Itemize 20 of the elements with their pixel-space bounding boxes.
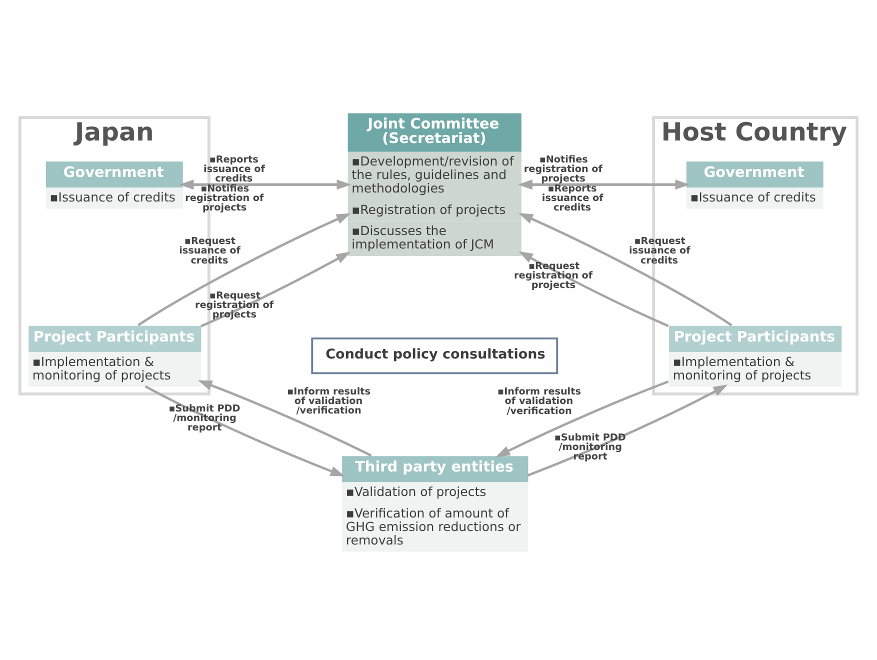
arrow	[198, 380, 372, 456]
edge-label: ▪Notifies registration of projects	[185, 182, 264, 214]
edge-label: ▪Submit PDD /monitoring report	[554, 432, 626, 462]
edge-label: ▪Request registration of projects	[194, 290, 274, 320]
arrow	[518, 212, 732, 326]
edge-label: ▪Request issuance of credits	[628, 235, 690, 266]
node-box: Conduct policy consultations	[311, 337, 558, 374]
arrow	[200, 251, 351, 327]
edge-label: ▪Inform results of validation /verification	[287, 386, 371, 416]
arrow	[138, 212, 351, 326]
edge-label: ▪Request issuance of credits	[179, 236, 240, 266]
arrow	[518, 250, 669, 327]
edge-label: ▪Inform results of validation /verification	[498, 386, 581, 416]
arrow	[496, 380, 669, 457]
edge-label: ▪Reports issuance of credits	[204, 154, 265, 184]
edge-label: ▪Submit PDD /monitoring report	[168, 402, 240, 434]
arrow	[144, 384, 345, 476]
edge-label: ▪Reports issuance of credits	[542, 182, 604, 214]
edge-label: ▪Notifies registration of projects	[524, 154, 602, 184]
edge-label: ▪Request registration of projects	[514, 260, 593, 291]
